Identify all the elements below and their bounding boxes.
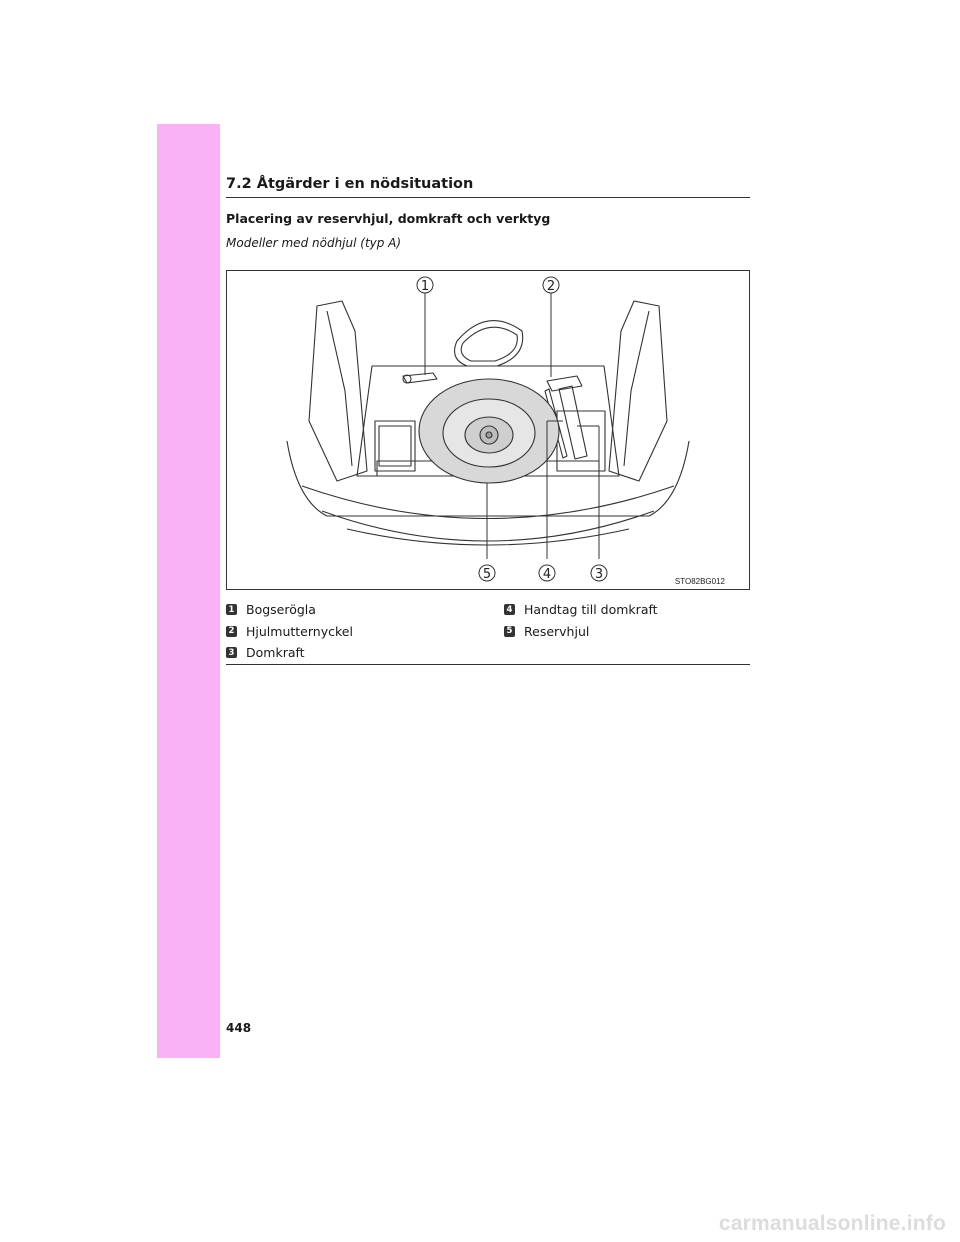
callout-1: 1 (421, 279, 429, 294)
figure-code: STO82BG012 (674, 577, 725, 586)
model-note: Modeller med nödhjul (typ A) (226, 236, 402, 250)
rear-bumper (286, 440, 690, 517)
trunk-illustration: 1 2 5 4 3 STO82BG012 (226, 270, 750, 590)
legend-number: 4 (504, 604, 515, 616)
callout-2: 2 (547, 279, 555, 294)
legend-column-left: 1 Bogserögla 2 Hjulmutternyckel 3 Domkra… (226, 599, 353, 664)
callout-circle-4 (538, 564, 556, 582)
chapter-side-tab (157, 124, 220, 1058)
legend-label: Domkraft (246, 645, 305, 661)
legend-number: 5 (504, 625, 515, 637)
callout-circle-2 (542, 276, 560, 294)
legend-label: Bogserögla (246, 602, 316, 618)
legend-item: 3 Domkraft (226, 642, 353, 664)
callout-circle-3 (590, 564, 608, 582)
left-pillar (308, 300, 368, 482)
trunk-floor (356, 365, 620, 477)
legend-number: 3 (226, 647, 237, 659)
right-pillar (608, 300, 668, 482)
trunk-drawing: 1 2 5 4 3 (286, 276, 690, 582)
legend-column-right: 4 Handtag till domkraft 5 Reservhjul (504, 599, 658, 642)
watermark-link[interactable]: carmanualsonline.info (718, 1212, 946, 1235)
legend-item: 5 Reservhjul (504, 621, 658, 643)
callout-4: 4 (543, 567, 551, 582)
callout-3: 3 (595, 567, 603, 582)
left-storage-bin (374, 420, 416, 472)
sub-heading: Placering av reservhjul, domkraft och ve… (226, 211, 551, 226)
callout-circle-1 (416, 276, 434, 294)
floor-cover (454, 320, 524, 367)
callout-5: 5 (483, 567, 491, 582)
legend-item: 1 Bogserögla (226, 599, 353, 621)
spare-wheel-drawing (418, 378, 560, 484)
callout-circle-5 (478, 564, 496, 582)
legend-item: 2 Hjulmutternyckel (226, 621, 353, 643)
section-heading: 7.2 Åtgärder i en nödsituation (226, 176, 750, 198)
legend-label: Reservhjul (524, 623, 590, 639)
legend-label: Hjulmutternyckel (246, 623, 353, 639)
legend-item: 4 Handtag till domkraft (504, 599, 658, 621)
tow-eye-drawing (402, 372, 438, 384)
legend-number: 2 (226, 625, 237, 637)
page-number: 448 (226, 1021, 252, 1035)
legend-divider (226, 664, 750, 665)
jack-drawing (558, 385, 588, 460)
legend-number: 1 (226, 604, 237, 616)
callouts: 1 2 5 4 3 (416, 276, 608, 582)
legend-label: Handtag till domkraft (524, 602, 658, 618)
right-storage-bin (556, 410, 606, 472)
